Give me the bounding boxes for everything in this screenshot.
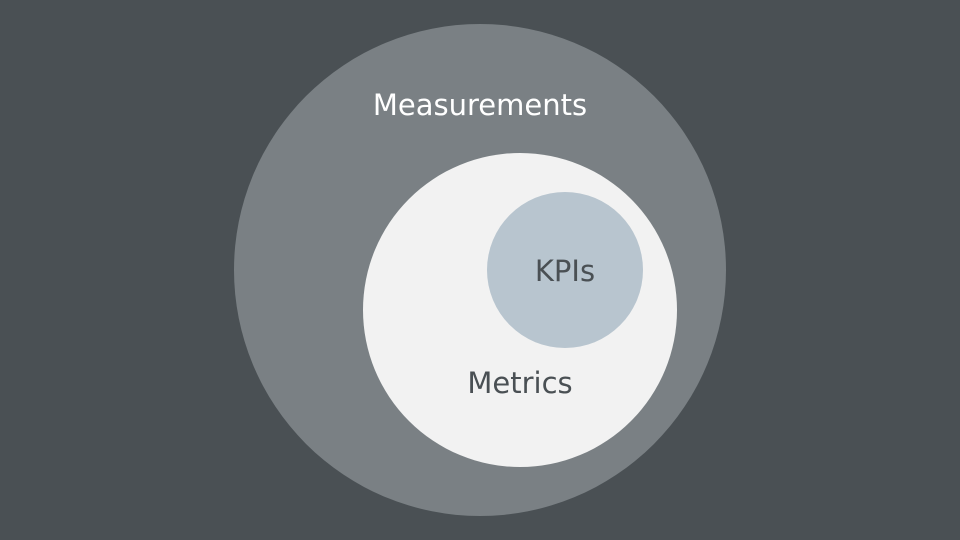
metrics-label: Metrics bbox=[467, 366, 572, 400]
kpis-circle bbox=[487, 192, 643, 348]
kpis-label: KPIs bbox=[535, 254, 595, 288]
measurements-label: Measurements bbox=[373, 88, 587, 122]
